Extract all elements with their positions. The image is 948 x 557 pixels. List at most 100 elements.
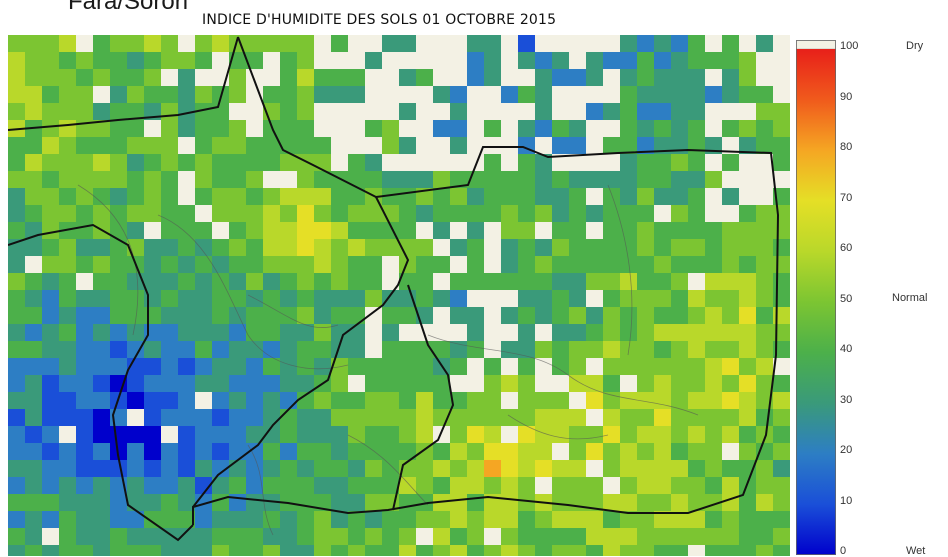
grid-cell <box>467 256 484 273</box>
grid-cell <box>246 426 263 443</box>
grid-cell <box>518 307 535 324</box>
grid-cell <box>739 375 756 392</box>
grid-cell <box>416 35 433 52</box>
grid-cell <box>518 477 535 494</box>
grid-cell <box>467 103 484 120</box>
grid-cell <box>382 324 399 341</box>
grid-cell <box>382 409 399 426</box>
grid-cell <box>705 52 722 69</box>
grid-cell <box>212 205 229 222</box>
grid-cell <box>450 290 467 307</box>
grid-cell <box>280 35 297 52</box>
grid-cell <box>42 290 59 307</box>
grid-cell <box>212 426 229 443</box>
legend-tick-label: 50 <box>840 292 853 305</box>
grid-cell <box>297 239 314 256</box>
grid-cell <box>178 103 195 120</box>
grid-cell <box>535 545 552 556</box>
grid-cell <box>280 205 297 222</box>
grid-cell <box>25 273 42 290</box>
grid-cell <box>195 545 212 556</box>
grid-cell <box>263 409 280 426</box>
grid-cell <box>450 154 467 171</box>
grid-cell <box>773 460 790 477</box>
grid-cell <box>450 443 467 460</box>
grid-cell <box>93 528 110 545</box>
grid-cell <box>416 86 433 103</box>
grid-cell <box>246 137 263 154</box>
grid-cell <box>671 120 688 137</box>
grid-cell <box>450 460 467 477</box>
grid-cell <box>178 409 195 426</box>
grid-cell <box>535 528 552 545</box>
grid-cell <box>59 511 76 528</box>
grid-cell <box>586 205 603 222</box>
grid-cell <box>552 392 569 409</box>
grid-cell <box>212 120 229 137</box>
grid-cell <box>110 52 127 69</box>
grid-cell <box>603 494 620 511</box>
grid-cell <box>399 307 416 324</box>
grid-cell <box>773 154 790 171</box>
grid-cell <box>365 545 382 556</box>
grid-cell <box>178 35 195 52</box>
grid-cell <box>501 460 518 477</box>
grid-cell <box>518 545 535 556</box>
grid-cell <box>450 239 467 256</box>
grid-cell <box>654 341 671 358</box>
grid-cell <box>688 171 705 188</box>
grid-cell <box>637 256 654 273</box>
grid-cell <box>195 137 212 154</box>
grid-cell <box>212 137 229 154</box>
grid-cell <box>348 443 365 460</box>
grid-cell <box>93 307 110 324</box>
grid-cell <box>416 273 433 290</box>
grid-cell <box>467 290 484 307</box>
grid-cell <box>705 511 722 528</box>
grid-cell <box>314 171 331 188</box>
grid-cell <box>450 188 467 205</box>
grid-cell <box>229 205 246 222</box>
grid-cell <box>127 154 144 171</box>
grid-cell <box>569 341 586 358</box>
grid-cell <box>654 239 671 256</box>
grid-cell <box>620 443 637 460</box>
grid-cell <box>671 222 688 239</box>
grid-cell <box>8 188 25 205</box>
grid-cell <box>144 239 161 256</box>
grid-cell <box>42 239 59 256</box>
grid-cell <box>229 375 246 392</box>
grid-cell <box>331 324 348 341</box>
grid-cell <box>552 52 569 69</box>
grid-cell <box>59 273 76 290</box>
grid-cell <box>212 375 229 392</box>
grid-cell <box>246 188 263 205</box>
grid-cell <box>467 120 484 137</box>
grid-cell <box>586 222 603 239</box>
grid-cell <box>42 511 59 528</box>
grid-cell <box>382 52 399 69</box>
grid-cell <box>688 256 705 273</box>
grid-cell <box>314 341 331 358</box>
grid-cell <box>722 511 739 528</box>
grid-cell <box>42 222 59 239</box>
grid-cell <box>705 324 722 341</box>
grid-cell <box>195 69 212 86</box>
grid-cell <box>739 341 756 358</box>
grid-cell <box>756 358 773 375</box>
grid-cell <box>484 375 501 392</box>
grid-cell <box>722 222 739 239</box>
grid-cell <box>25 290 42 307</box>
grid-cell <box>25 392 42 409</box>
grid-cell <box>280 256 297 273</box>
grid-cell <box>671 171 688 188</box>
grid-cell <box>756 375 773 392</box>
grid-cell <box>348 52 365 69</box>
grid-cell <box>773 511 790 528</box>
grid-cell <box>280 392 297 409</box>
grid-cell <box>263 460 280 477</box>
grid-cell <box>773 86 790 103</box>
grid-cell <box>433 460 450 477</box>
grid-cell <box>535 443 552 460</box>
grid-cell <box>552 426 569 443</box>
